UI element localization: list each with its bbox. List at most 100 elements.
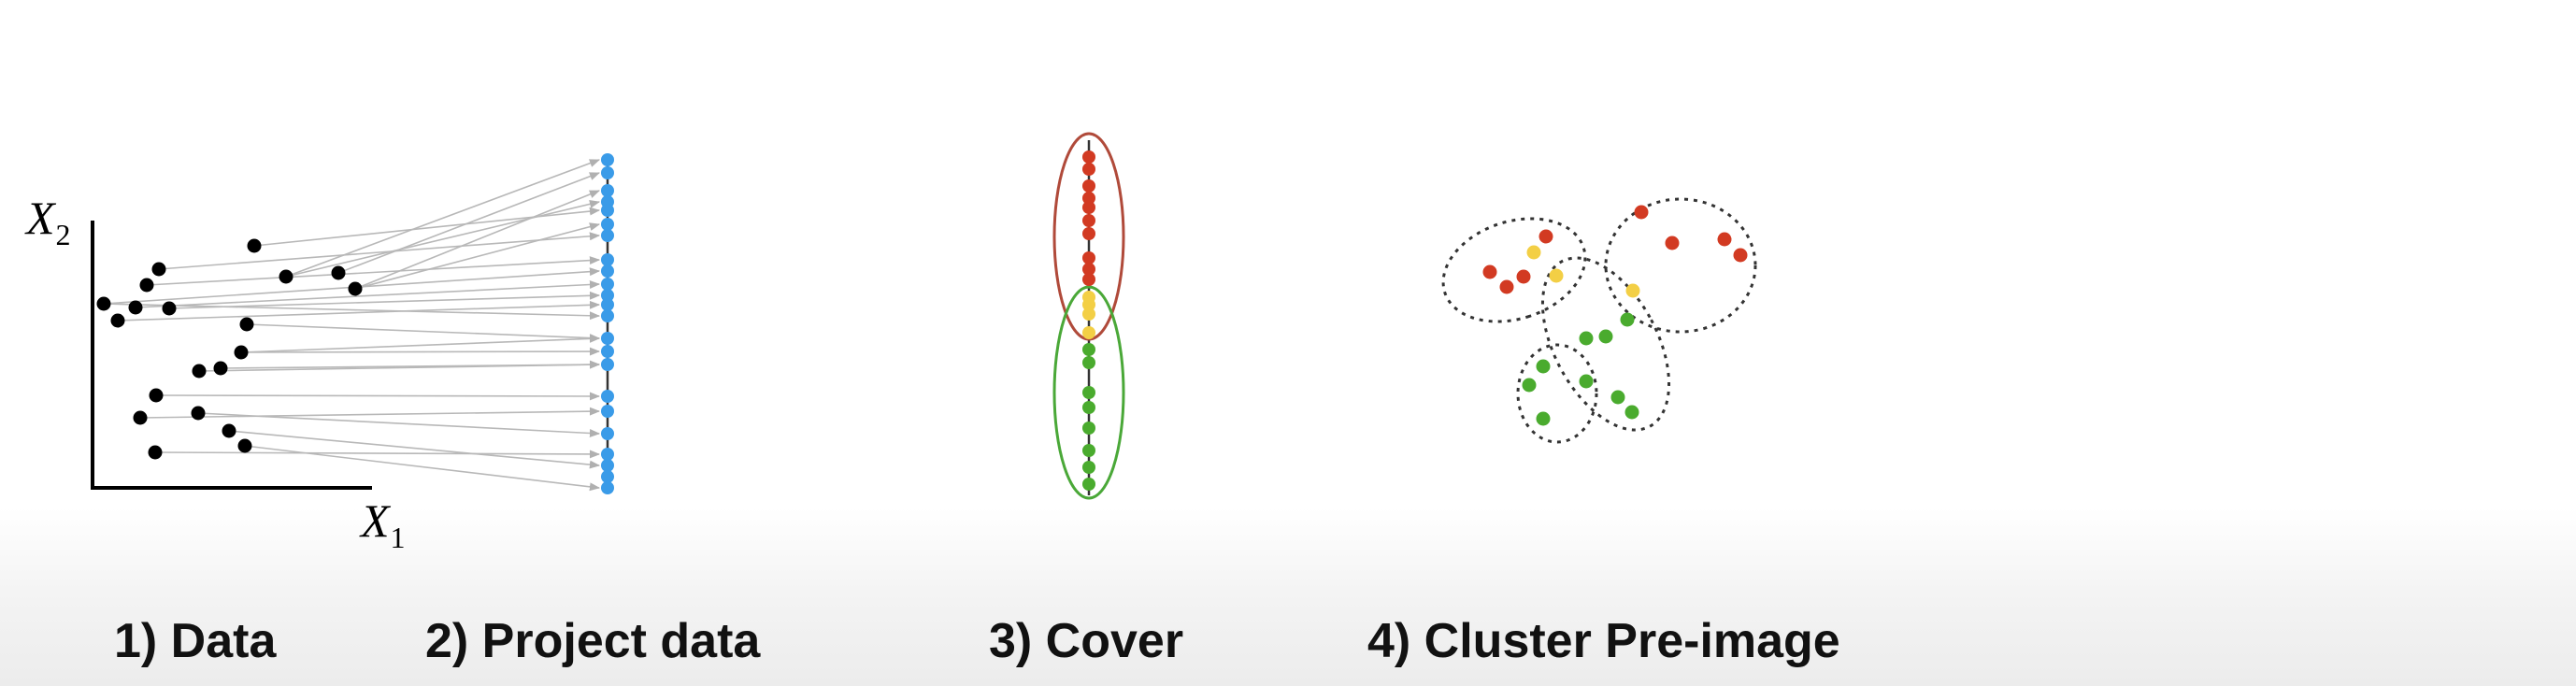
cluster-point-high [1499, 279, 1514, 294]
projection-line [244, 445, 601, 492]
projected-point [601, 153, 614, 166]
cluster-point-overlap [1526, 245, 1541, 260]
projected-points [601, 153, 614, 494]
projection-line [158, 232, 601, 270]
projection-line [285, 199, 601, 278]
cluster-point-low [1579, 331, 1594, 346]
projection-line [197, 412, 601, 437]
cluster-point-low [1624, 405, 1639, 420]
cluster-point-low [1620, 312, 1635, 327]
cover-point-high [1082, 192, 1095, 205]
cluster-point-low [1536, 411, 1551, 426]
cluster-point-low [1536, 359, 1551, 374]
projection-line [154, 450, 601, 459]
projection-line [103, 303, 601, 321]
cover-point-high [1082, 150, 1095, 164]
cluster-outline [1516, 343, 1598, 444]
data-point [348, 281, 363, 296]
projection-line [285, 159, 601, 278]
projected-point [601, 427, 614, 440]
data-point [222, 423, 236, 438]
projection-line [146, 256, 601, 286]
cluster-outline [1441, 217, 1587, 323]
projection-line [117, 300, 601, 322]
data-point [96, 296, 111, 311]
data-point [162, 301, 177, 316]
projection-line [155, 392, 601, 401]
data-points [96, 238, 363, 460]
step-caption-data: 1) Data [114, 614, 277, 668]
projected-point [601, 470, 614, 483]
cover-point-high [1082, 251, 1095, 264]
cover-point-low [1082, 401, 1095, 414]
projected-point [601, 289, 614, 302]
projected-point [601, 358, 614, 371]
projected-point [601, 218, 614, 231]
projected-point [601, 309, 614, 322]
cluster-point-low [1610, 390, 1625, 405]
projection-line [354, 190, 601, 290]
cluster-point-low [1598, 329, 1613, 344]
cover-point-high [1082, 179, 1095, 193]
step-caption-cluster-preimage: 4) Cluster Pre-image [1367, 614, 1840, 668]
cover-point-high [1082, 163, 1095, 176]
projected-point [601, 345, 614, 358]
cover-point-high [1082, 214, 1095, 227]
cluster-point-high [1665, 236, 1680, 250]
cluster-point-high [1634, 205, 1649, 220]
projected-point [601, 405, 614, 418]
data-point [239, 317, 254, 332]
data-point [234, 345, 249, 360]
projection-line [135, 280, 601, 308]
projected-point [601, 278, 614, 291]
cover-point-low [1082, 461, 1095, 474]
projected-point [601, 390, 614, 403]
cover-point-overlap [1082, 307, 1095, 321]
projected-point [601, 481, 614, 494]
data-point [133, 410, 148, 425]
data-point [149, 388, 164, 403]
cluster-point-overlap [1549, 268, 1564, 283]
data-point [192, 364, 207, 379]
cluster-outline [1540, 256, 1671, 432]
step-caption-cover: 3) Cover [989, 614, 1184, 668]
data-point [148, 445, 163, 460]
cover-point-low [1082, 356, 1095, 369]
panel-data: X2 X1 [24, 159, 601, 554]
data-point [151, 262, 166, 277]
data-point [247, 238, 262, 253]
y-axis-label: X2 [24, 192, 71, 251]
data-point [191, 406, 206, 421]
cover-point-low [1082, 478, 1095, 491]
cover-point-high [1082, 263, 1095, 276]
cluster-point-overlap [1625, 283, 1640, 298]
data-point [237, 438, 252, 453]
panel-project-data [601, 153, 614, 494]
step-caption-project-data: 2) Project data [425, 614, 761, 668]
projection-line [246, 323, 601, 343]
cluster-point-high [1482, 264, 1497, 279]
projection-line [253, 207, 601, 247]
data-point [139, 278, 154, 293]
projected-point [601, 166, 614, 179]
projection-line [139, 407, 601, 419]
cluster-points [1482, 205, 1748, 426]
projection-line [198, 360, 601, 372]
projection-line [168, 291, 601, 309]
cover-point-low [1082, 422, 1095, 435]
cover-point-low [1082, 343, 1095, 356]
projection-line [240, 347, 601, 356]
data-point [213, 361, 228, 376]
cluster-outline [1604, 197, 1757, 334]
low-cover-interval [1052, 285, 1125, 500]
x-axis-label: X1 [359, 494, 406, 554]
projection-lines [103, 159, 601, 492]
panel-cover [1052, 132, 1125, 500]
projected-point [601, 448, 614, 461]
projected-point [601, 204, 614, 217]
cover-point-high [1082, 227, 1095, 240]
cluster-point-low [1579, 374, 1594, 389]
cluster-point-high [1538, 229, 1553, 244]
cover-point-low [1082, 444, 1095, 457]
